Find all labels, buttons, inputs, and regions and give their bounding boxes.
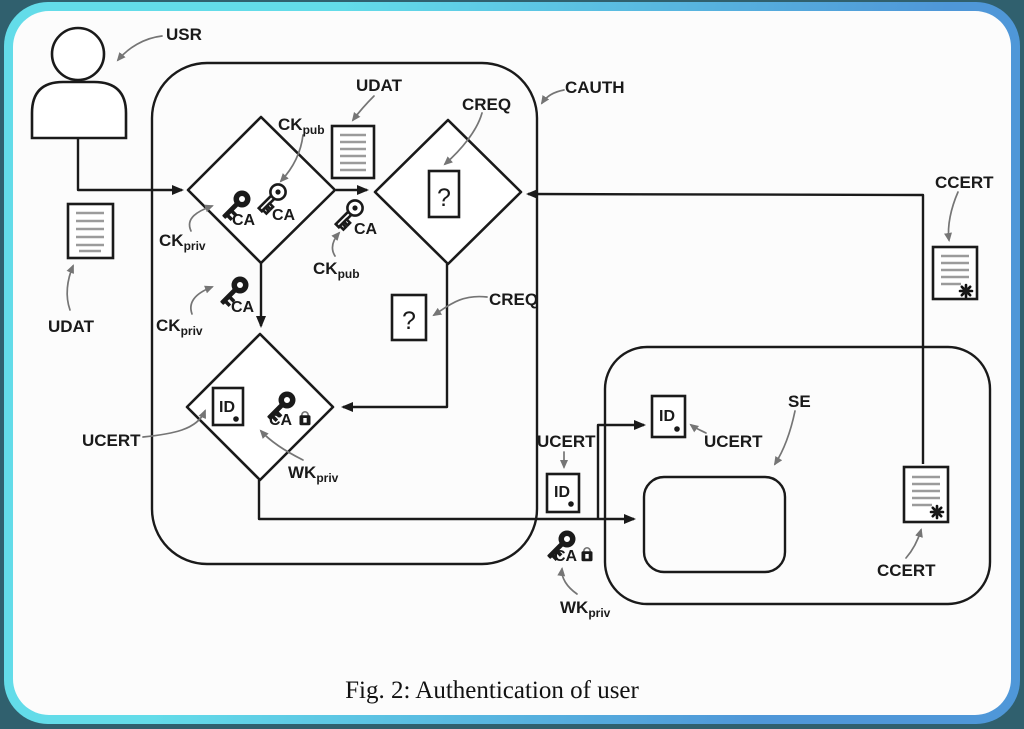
private-key-icon — [222, 190, 251, 221]
figure-canvas: ID ID ID ? ? — [13, 11, 1011, 715]
flow-ccert-to-creq — [526, 189, 925, 464]
label-udat-left: UDAT — [48, 317, 95, 336]
label-creq-mid: CREQ — [489, 290, 538, 309]
ann-se-arrow — [773, 410, 796, 466]
authentication-diagram: ID ID ID ? ? — [30, 25, 994, 704]
ann-wkpriv1-arrow — [259, 429, 304, 461]
ann-ckpriv2-arrow — [190, 285, 214, 315]
flow-user-to-verify — [76, 137, 184, 195]
ann-ckpriv1-arrow — [188, 204, 214, 232]
label-ca: CA — [554, 548, 578, 565]
question-box-creq: ? — [427, 169, 461, 219]
private-key-icon — [220, 276, 249, 307]
sub-priv: priv — [184, 239, 206, 253]
sub-pub: pub — [338, 267, 360, 281]
label-ucert-wire: UCERT — [537, 432, 596, 451]
wrapped-key-icon — [547, 530, 576, 561]
wrapped-key-icon — [267, 391, 296, 422]
label-ca: CA — [272, 207, 296, 224]
id-badge-wire: ID — [545, 472, 581, 514]
ann-cauth-arrow — [540, 89, 565, 105]
label-ucert-se: UCERT — [704, 432, 763, 451]
label-se: SE — [788, 392, 811, 411]
id-text: ID — [554, 484, 570, 501]
flow-ucert-to-se-id — [596, 420, 646, 519]
sub-priv: priv — [588, 606, 610, 620]
udat-document-left — [66, 202, 115, 260]
user-body — [30, 80, 128, 140]
user-head — [50, 26, 106, 82]
sign-diamond — [185, 332, 335, 482]
ann-ccert-se-arrow — [905, 528, 923, 559]
ann-creq-mid-arrow — [432, 295, 488, 317]
figure-caption: Fig. 2: Authentication of user — [345, 677, 639, 704]
label-ckpub-1: CKpub — [278, 115, 325, 137]
label-ca: CA — [354, 221, 378, 238]
ck-text: CK — [159, 231, 184, 250]
ann-udat-left-arrow — [66, 264, 74, 311]
label-ckpub-2: CKpub — [313, 259, 360, 281]
label-ccert-top: CCERT — [935, 173, 994, 192]
sub-priv: priv — [181, 324, 203, 338]
ann-wkpriv2-arrow — [557, 567, 578, 595]
flow-ucert-to-se — [257, 480, 636, 524]
label-wkpriv-2: WKpriv — [560, 598, 611, 620]
seal-icon — [958, 283, 974, 299]
slide-frame: ID ID ID ? ? — [4, 2, 1020, 724]
label-wkpriv-1: WKpriv — [288, 463, 339, 485]
public-key-icon — [256, 183, 287, 216]
ann-udat-top-arrow — [351, 95, 375, 122]
label-ckpriv-2: CKpriv — [156, 316, 203, 338]
label-udat-top: UDAT — [356, 76, 403, 95]
label-ca: CA — [231, 299, 255, 316]
id-badge-se: ID — [650, 394, 687, 439]
ck-text: CK — [156, 316, 181, 335]
public-key-icon — [333, 199, 364, 232]
question-box-creq-2: ? — [390, 293, 428, 342]
ann-creq-top-arrow — [443, 112, 483, 166]
label-ucert-left: UCERT — [82, 431, 141, 450]
question-text: ? — [402, 307, 416, 335]
ann-ucert-left-arrow — [142, 409, 206, 438]
ccert-certificate-top — [931, 245, 979, 301]
verify-diamond — [186, 115, 337, 265]
wk-text: WK — [560, 598, 589, 617]
id-badge-sign: ID — [211, 386, 245, 427]
label-ca: CA — [232, 212, 256, 229]
label-cauth: CAUTH — [565, 78, 625, 97]
sub-priv: priv — [316, 471, 338, 485]
label-usr: USR — [166, 25, 202, 44]
id-text: ID — [659, 408, 675, 425]
lock-icon — [299, 411, 311, 426]
se-inner-box — [642, 475, 787, 574]
id-text: ID — [219, 399, 235, 416]
ann-ckpub2-arrow — [331, 231, 341, 257]
udat-document-top — [330, 124, 376, 180]
sub-pub: pub — [303, 123, 325, 137]
ann-ucert-se-arrow — [689, 423, 707, 434]
se-boundary — [603, 345, 992, 606]
ck-text: CK — [278, 115, 303, 134]
seal-icon — [929, 504, 945, 520]
ck-text: CK — [313, 259, 338, 278]
ann-ccert-top-arrow — [944, 191, 959, 242]
ccert-certificate-se — [902, 465, 950, 524]
cauth-boundary — [150, 61, 539, 566]
lock-icon — [581, 547, 593, 562]
wk-text: WK — [288, 463, 317, 482]
label-creq-top: CREQ — [462, 95, 511, 114]
flow-creq-to-sign — [341, 264, 449, 412]
label-ckpriv-1: CKpriv — [159, 231, 206, 253]
label-ccert-se: CCERT — [877, 561, 936, 580]
ann-ckpub1-arrow — [279, 134, 304, 183]
ann-usr-arrow — [116, 35, 163, 62]
question-text: ? — [437, 184, 451, 212]
label-ca: CA — [269, 412, 293, 429]
user-icon — [30, 26, 128, 140]
